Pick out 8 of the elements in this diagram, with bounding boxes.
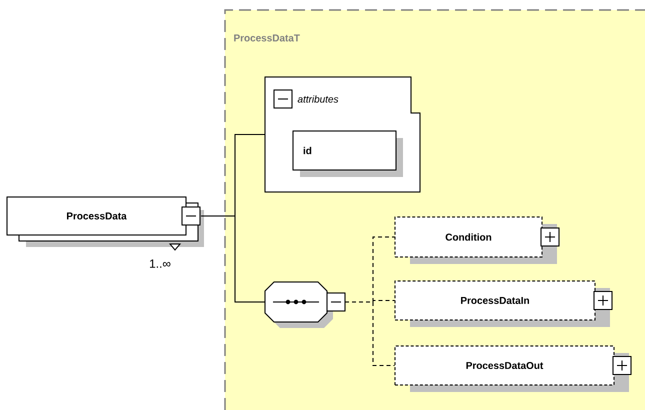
optional-element-box: Condition xyxy=(394,216,557,264)
multiplicity-label: 1..∞ xyxy=(150,260,170,268)
connector-line xyxy=(200,216,265,302)
element-box: ProcessData xyxy=(6,196,204,247)
connector-line xyxy=(344,302,395,366)
attribute-box: id xyxy=(292,130,403,177)
optional-element-box: ProcessDataOut xyxy=(394,346,629,392)
optional-element-box: ProcessDataIn xyxy=(394,280,610,327)
